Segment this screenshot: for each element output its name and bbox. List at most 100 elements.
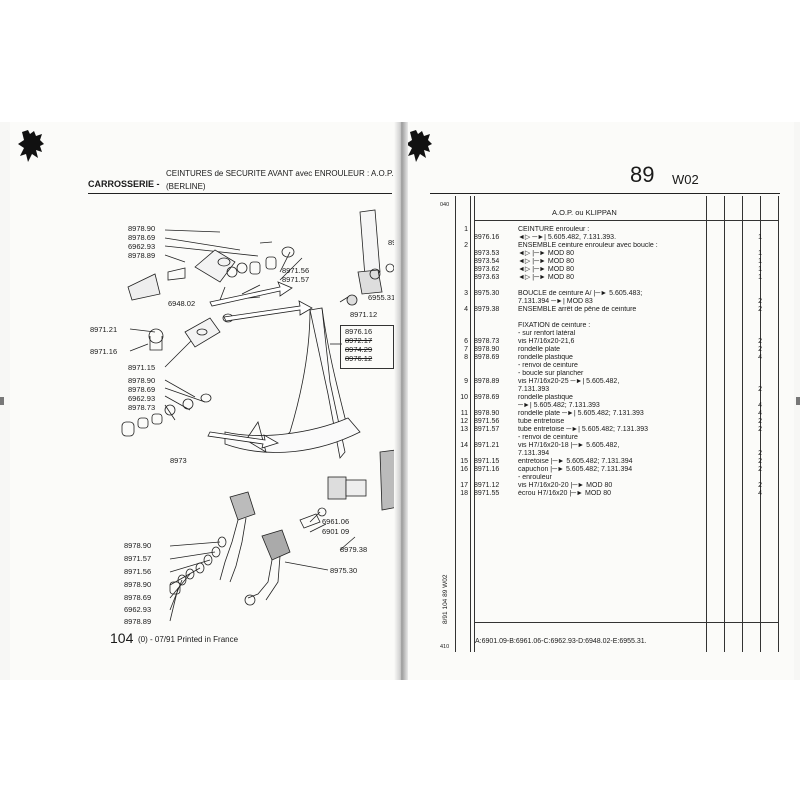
table-rule (706, 196, 707, 652)
callout: 8978.90 (128, 224, 156, 233)
table-rule (470, 196, 471, 652)
left-page: CARROSSERIE - CEINTURES de SECURITE AVAN… (10, 122, 398, 680)
table-row: - sur renfort latéral (518, 330, 576, 337)
callout: 8978.69 (128, 233, 156, 242)
callout: 8973 (170, 456, 187, 465)
callout: 6962.93 (124, 605, 152, 614)
table-rule (778, 196, 779, 652)
callout-box: 8976.16 8972.17 8974.29 8976.12 (340, 325, 394, 369)
callout: 8974.29 (345, 345, 373, 354)
page-title: CEINTURES de SECURITE AVANT avec ENROULE… (166, 169, 398, 178)
callout: 8971.56 (282, 266, 310, 275)
header-rule (88, 193, 392, 194)
callout: 6955.31 (368, 293, 396, 302)
callout: 6948.02 (168, 299, 196, 308)
callout: 6962.93 (128, 242, 156, 251)
right-page: 89 W02 040 410 8/91 104 89 W02 A.O.P. ou… (402, 122, 794, 680)
callout: 8978.90 (128, 376, 156, 385)
callout: 8978.73 (128, 403, 156, 412)
scroll-handle-left[interactable] (0, 397, 4, 405)
table-row: 8976.16◄▷ ─►| 5.605.482, 7.131.393.1 (474, 234, 762, 241)
book-gutter (394, 122, 408, 680)
callout: 8978.90 (124, 580, 152, 589)
callout: 8978.69 (128, 385, 156, 394)
table-rule (724, 196, 725, 652)
callout: 8978.89 (124, 617, 152, 626)
callout: 8978.90 (124, 541, 152, 550)
seat-belt-diagram (121, 209, 398, 622)
scroll-handle-right[interactable] (796, 397, 800, 405)
callout: 8976.12 (345, 354, 373, 363)
table-row: - boucle sur plancher (518, 370, 584, 377)
footnote: A:6901.09-B:6961.06-C:6962.93-D:6948.02-… (475, 638, 647, 645)
page-number: 104 (110, 630, 134, 646)
callout: 8971.12 (350, 310, 378, 319)
callout: 6961.06 (322, 517, 350, 526)
table-row (454, 282, 764, 290)
callout: 8972.17 (345, 336, 373, 345)
callout: 8971.15 (128, 363, 156, 372)
page-subtitle: (BERLINE) (166, 182, 206, 191)
table-rule (474, 196, 475, 652)
table-rule (742, 196, 743, 652)
callout: 8978.69 (124, 593, 152, 602)
callout: 6901 09 (322, 527, 350, 536)
callout: 8971.55 (388, 238, 398, 247)
section-code: W02 (672, 172, 699, 187)
peugeot-lion-logo-icon (406, 130, 432, 162)
table-rule (474, 220, 778, 221)
peugeot-lion-logo-icon (18, 130, 44, 162)
table-rule (455, 196, 456, 652)
vertical-reference: 8/91 104 89 W02 (442, 574, 449, 624)
table-row: - renvoi de ceinture (518, 434, 578, 441)
callout: 8975.30 (330, 566, 358, 575)
table-row (454, 314, 764, 322)
callout: 8976.16 (345, 327, 373, 336)
table-row: - enrouleur (518, 474, 552, 481)
margin-label-top: 040 (440, 202, 450, 208)
callout: 8971.21 (90, 325, 118, 334)
section-number: 89 (630, 162, 655, 187)
callout: 8971.57 (282, 275, 310, 284)
table-rule (474, 622, 778, 623)
table-rule (760, 196, 761, 652)
margin-label-bottom: 410 (440, 644, 450, 650)
table-row: - renvoi de ceinture (518, 362, 578, 369)
footer-text: (0) - 07/91 Printed in France (138, 635, 239, 644)
callout: 8971.56 (124, 567, 152, 576)
header-rule (430, 193, 780, 194)
table-title: A.O.P. ou KLIPPAN (552, 208, 617, 217)
callout: 6962.93 (128, 394, 156, 403)
callout: 8979.38 (340, 545, 368, 554)
callout: 8971.57 (124, 554, 152, 563)
table-row: FIXATION de ceinture : (518, 322, 591, 329)
section-label: CARROSSERIE - (88, 179, 160, 189)
document-viewer: CARROSSERIE - CEINTURES de SECURITE AVAN… (0, 122, 800, 680)
callout: 8978.89 (128, 251, 156, 260)
callout: 8971.16 (90, 347, 118, 356)
